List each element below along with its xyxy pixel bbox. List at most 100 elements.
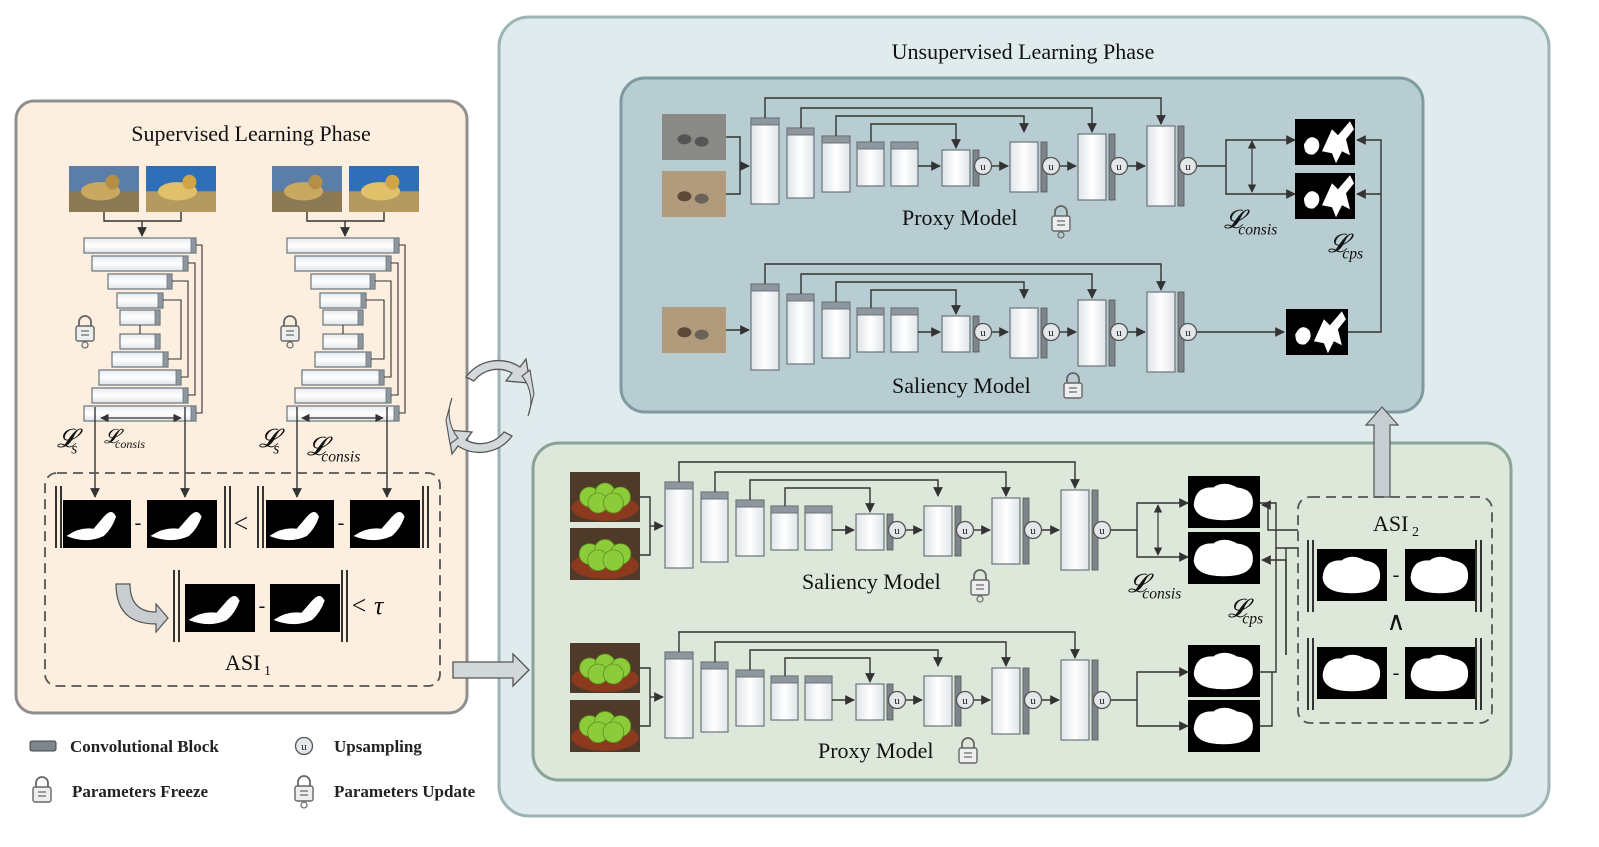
conv-block-cap bbox=[378, 369, 385, 386]
upsample-circle bbox=[1023, 690, 1043, 710]
decoder-block bbox=[1060, 489, 1090, 571]
conv-block-cap bbox=[182, 255, 189, 272]
lock-body bbox=[280, 325, 300, 342]
connector-line bbox=[749, 479, 943, 500]
conv-block-body bbox=[821, 301, 851, 359]
upsample-glyph: u bbox=[1099, 525, 1105, 537]
conv-block bbox=[98, 369, 182, 386]
saliency-mask bbox=[1188, 645, 1260, 697]
asi2-sub: 2 bbox=[1412, 525, 1419, 540]
conv-block-cap bbox=[821, 135, 851, 144]
conv-block bbox=[294, 387, 392, 404]
decoder-block bbox=[1009, 307, 1039, 359]
conv-block-body bbox=[664, 481, 694, 569]
saliency-mask bbox=[1295, 119, 1355, 165]
saliency-mask bbox=[1188, 700, 1260, 752]
connector-line bbox=[678, 461, 1080, 489]
saliency-mask bbox=[1317, 647, 1387, 699]
upsample-circle bbox=[1109, 156, 1129, 176]
skip-line bbox=[375, 280, 392, 378]
lizard-head bbox=[308, 174, 323, 190]
loss-subscript: consis bbox=[115, 437, 145, 451]
lizard-head bbox=[182, 174, 197, 190]
decoder-block bbox=[991, 497, 1021, 565]
upsample-circle bbox=[973, 156, 993, 176]
unsupervised-title: Unsupervised Learning Phase bbox=[892, 39, 1155, 64]
legend-update-label: Parameters Update bbox=[334, 782, 476, 801]
lock-key bbox=[81, 341, 89, 349]
mask-bg bbox=[266, 500, 334, 548]
saliency-model-label-bottom: Saliency Model bbox=[802, 569, 941, 594]
connector-line bbox=[800, 273, 1097, 299]
loss-subscript: consis bbox=[1238, 222, 1277, 239]
upsample-glyph: u bbox=[962, 695, 968, 707]
conv-block-cap bbox=[804, 505, 833, 514]
asi1-box bbox=[44, 472, 441, 687]
conv-block-cap bbox=[365, 351, 372, 368]
upsample-glyph: u bbox=[1048, 161, 1054, 173]
lock-body bbox=[75, 325, 95, 342]
lock-key bbox=[976, 595, 984, 603]
connector-line bbox=[678, 631, 1080, 659]
wedge-sign: ∧ bbox=[1386, 607, 1405, 636]
conv-block-body bbox=[700, 491, 729, 563]
minus-sign: - bbox=[259, 595, 266, 617]
mask-shape bbox=[1193, 707, 1253, 745]
asi1-text: ASI bbox=[225, 650, 260, 675]
conv-block bbox=[294, 255, 392, 272]
saliency-mask bbox=[63, 500, 131, 548]
conv-block-cap bbox=[190, 237, 197, 254]
connector-line bbox=[1136, 700, 1189, 731]
apple-shape bbox=[603, 663, 624, 685]
conv-block-cap bbox=[385, 255, 392, 272]
input-photo bbox=[662, 307, 726, 353]
bird-shape bbox=[694, 329, 709, 340]
upsample-glyph: u bbox=[894, 525, 900, 537]
input-photo bbox=[349, 166, 419, 212]
conv-block bbox=[804, 505, 833, 551]
apple-shape bbox=[602, 721, 625, 744]
less-than-sign: < bbox=[234, 509, 249, 538]
decoder-block bbox=[1146, 291, 1176, 373]
mask-shape bbox=[1322, 175, 1354, 218]
conv-block-cap bbox=[786, 127, 815, 136]
conv-block-cap bbox=[856, 141, 885, 150]
upsample-circle bbox=[955, 520, 975, 540]
decoder-block bbox=[991, 667, 1021, 735]
input-photo bbox=[570, 528, 640, 580]
decoder-block bbox=[855, 683, 885, 721]
upsample-circle bbox=[887, 520, 907, 540]
up-arrow bbox=[1364, 406, 1400, 498]
conv-block bbox=[804, 675, 833, 721]
apple-shape bbox=[603, 492, 624, 514]
skip-line bbox=[366, 299, 385, 360]
conv-block bbox=[664, 481, 694, 569]
conv-block bbox=[890, 141, 919, 187]
decoder-block bbox=[1077, 133, 1107, 201]
conv-block-cap bbox=[157, 292, 164, 309]
upsample-circle bbox=[1041, 156, 1061, 176]
conv-block bbox=[83, 237, 197, 254]
asi2-box bbox=[1297, 496, 1493, 724]
conv-block-body bbox=[735, 669, 765, 727]
proxy-model-label-bottom: Proxy Model bbox=[818, 738, 934, 763]
connector-line bbox=[1261, 555, 1287, 655]
conv-block bbox=[735, 669, 765, 727]
conv-block-cap bbox=[357, 333, 364, 350]
conv-block bbox=[770, 505, 799, 551]
upsample-icon: u bbox=[887, 690, 907, 710]
lizard-head bbox=[105, 174, 120, 190]
mask-shape bbox=[188, 596, 240, 625]
decoder-block bbox=[1077, 299, 1107, 367]
loss-subscript: cps bbox=[1342, 246, 1363, 263]
saliency-mask bbox=[1317, 549, 1387, 601]
conv-block bbox=[119, 333, 161, 350]
conv-block-cap bbox=[735, 499, 765, 508]
proxy-model-label-top: Proxy Model bbox=[902, 205, 1018, 230]
supervised-panel: Supervised Learning Phase bbox=[14, 99, 469, 715]
input-photo bbox=[570, 472, 640, 522]
upsample-icon: u bbox=[973, 322, 993, 342]
conv-block-body bbox=[821, 135, 851, 193]
